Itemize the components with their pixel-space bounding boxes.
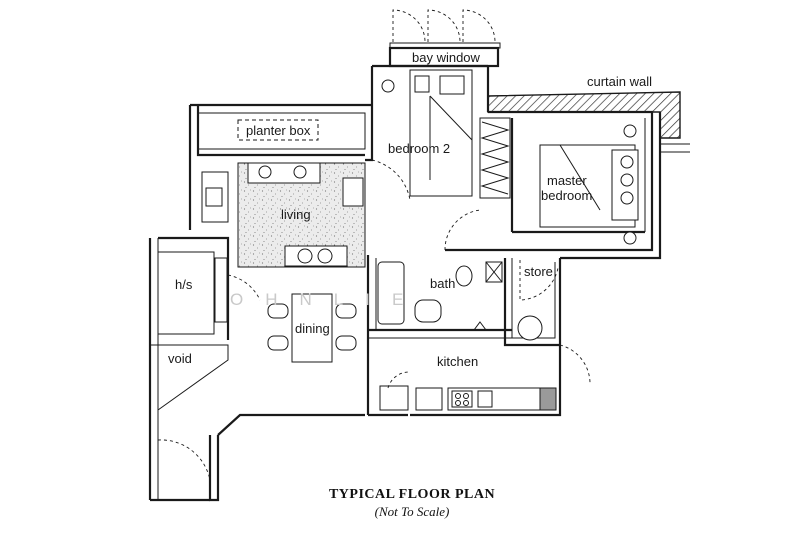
bathtub	[377, 261, 405, 325]
curtain-wall	[487, 91, 690, 153]
planter-box	[197, 112, 366, 150]
stove	[451, 390, 473, 408]
label-kitchen: kitchen	[437, 354, 478, 369]
fridge	[379, 385, 409, 411]
label-hs: h/s	[175, 277, 193, 292]
household-shelter	[157, 251, 215, 335]
label-planter-box: planter box	[246, 123, 311, 138]
tv-console	[284, 245, 348, 267]
label-bedroom-2: bedroom 2	[388, 141, 450, 156]
label-dining: dining	[295, 321, 330, 336]
watermark: OHNLIE	[230, 290, 425, 309]
basin	[414, 299, 442, 323]
label-living: living	[281, 207, 311, 222]
plan-title: TYPICAL FLOOR PLAN	[329, 487, 495, 502]
door-swings	[157, 159, 591, 481]
label-bath: bath	[430, 276, 455, 291]
label-bay-window: bay window	[412, 50, 481, 65]
label-master-bedroom-line2: bedroom	[541, 188, 592, 203]
plan-subtitle: (Not To Scale)	[375, 504, 450, 519]
label-master-bedroom-line1: master	[547, 173, 587, 188]
sink	[477, 390, 493, 408]
label-void: void	[168, 351, 192, 366]
label-curtain-wall: curtain wall	[587, 74, 652, 89]
toilet	[455, 265, 473, 287]
walls	[148, 64, 662, 502]
label-store: store	[524, 264, 553, 279]
washer	[517, 315, 543, 341]
dining-table	[291, 293, 333, 363]
